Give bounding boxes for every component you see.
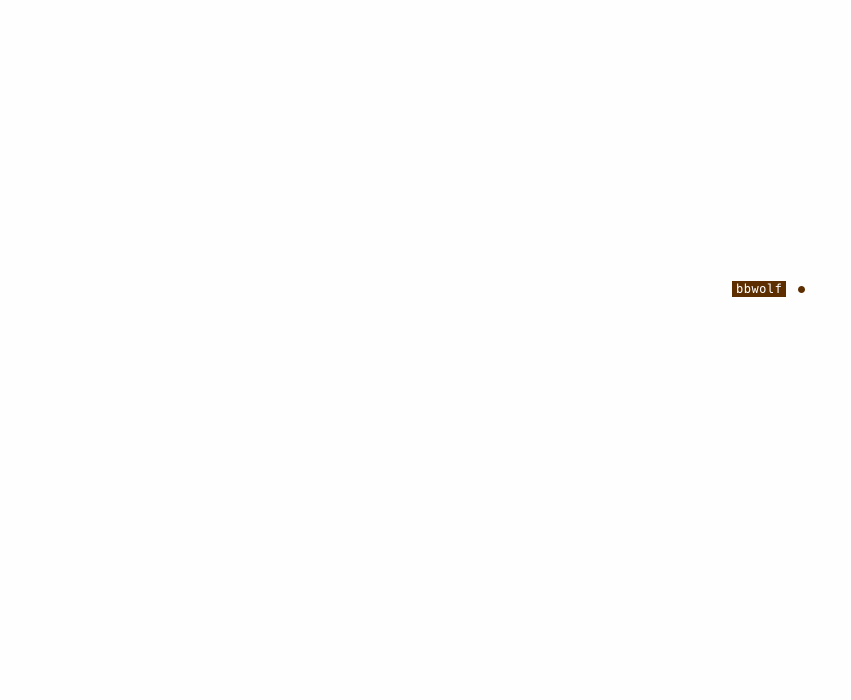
node-dot-icon xyxy=(798,286,805,293)
node-label: bbwolf xyxy=(732,281,787,297)
